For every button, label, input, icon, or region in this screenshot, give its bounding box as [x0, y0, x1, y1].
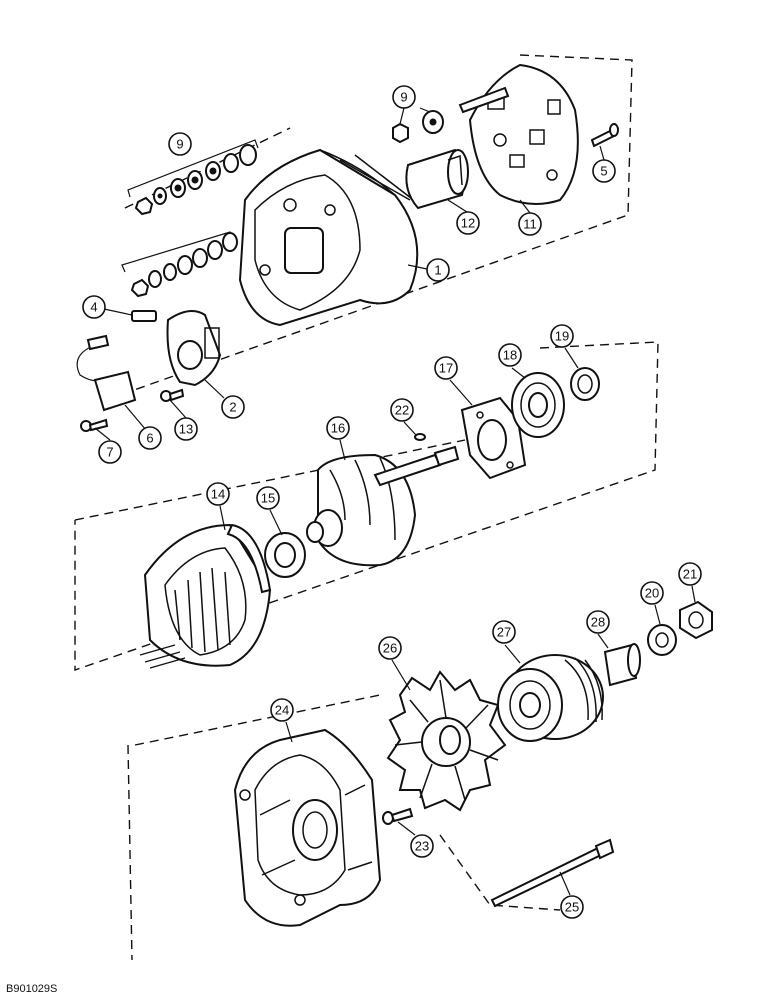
svg-text:2: 2	[229, 400, 236, 415]
callout-14: 14	[206, 482, 230, 506]
callout-19: 19	[550, 324, 574, 348]
bearing-rear	[511, 372, 565, 438]
svg-text:9: 9	[400, 90, 407, 105]
callout-20: 20	[640, 581, 664, 605]
rectifier-plate	[458, 63, 579, 205]
callout-9-left: 9	[168, 132, 192, 156]
svg-text:4: 4	[90, 300, 97, 315]
callout-28: 28	[586, 610, 610, 634]
svg-text:12: 12	[461, 216, 475, 231]
svg-text:5: 5	[600, 164, 607, 179]
bearing-retainer	[460, 396, 527, 480]
callout-1: 1	[426, 258, 450, 282]
housing-rear	[233, 728, 382, 927]
svg-text:17: 17	[439, 361, 453, 376]
pulley	[497, 654, 604, 742]
svg-text:22: 22	[395, 403, 409, 418]
pulley-nut	[679, 600, 713, 640]
svg-text:13: 13	[179, 422, 193, 437]
callout-9-upper: 9	[392, 85, 416, 109]
svg-text:23: 23	[415, 839, 429, 854]
woodruff-key	[414, 433, 426, 441]
callout-24: 24	[270, 698, 294, 722]
callout-6: 6	[138, 426, 162, 450]
svg-text:24: 24	[275, 703, 289, 718]
screw-5	[590, 123, 619, 148]
hardware-set-lower	[121, 231, 238, 298]
svg-text:11: 11	[523, 217, 537, 232]
callout-26: 26	[378, 636, 402, 660]
svg-text:7: 7	[106, 445, 113, 460]
callout-4: 4	[82, 295, 106, 319]
svg-text:14: 14	[211, 487, 225, 502]
housing-front	[238, 148, 421, 327]
bearing-front	[264, 532, 306, 578]
rotor	[306, 445, 460, 567]
svg-text:25: 25	[565, 900, 579, 915]
hardware-set-top	[127, 139, 259, 216]
figure-code: B901029S	[6, 983, 57, 995]
svg-text:21: 21	[683, 567, 697, 582]
callout-23: 23	[410, 834, 434, 858]
callout-17: 17	[434, 356, 458, 380]
fan	[386, 670, 507, 812]
callout-2: 2	[221, 395, 245, 419]
capacitor-lead	[76, 334, 137, 412]
brush	[131, 310, 157, 322]
callout-7: 7	[98, 440, 122, 464]
voltage-regulator	[166, 310, 222, 387]
svg-text:20: 20	[645, 586, 659, 601]
callout-13: 13	[174, 417, 198, 441]
screw-23	[382, 807, 414, 825]
callout-11: 11	[518, 212, 542, 236]
callout-22: 22	[390, 398, 414, 422]
nut-washer-upper	[392, 110, 444, 144]
assembly-boundary-middle	[74, 341, 659, 671]
svg-text:16: 16	[331, 421, 345, 436]
seal	[570, 367, 600, 401]
screw-7	[80, 418, 109, 432]
leader-lines	[94, 107, 696, 896]
callout-25: 25	[560, 895, 584, 919]
svg-text:28: 28	[591, 615, 605, 630]
lock-washer	[647, 624, 677, 656]
callout-18: 18	[498, 343, 522, 367]
callout-5: 5	[592, 159, 616, 183]
spacer	[603, 643, 641, 687]
stator	[139, 523, 272, 669]
svg-text:18: 18	[503, 348, 517, 363]
through-bolt	[490, 838, 615, 908]
bushing	[405, 148, 469, 210]
callout-12: 12	[456, 211, 480, 235]
callout-27: 27	[492, 620, 516, 644]
svg-text:6: 6	[146, 431, 153, 446]
svg-text:19: 19	[555, 329, 569, 344]
callout-15: 15	[256, 486, 280, 510]
screw-13	[160, 388, 185, 402]
callout-16: 16	[326, 416, 350, 440]
assembly-boundary-bottom	[127, 694, 561, 961]
svg-text:26: 26	[383, 641, 397, 656]
svg-text:27: 27	[497, 625, 511, 640]
callout-21: 21	[678, 562, 702, 586]
svg-text:15: 15	[261, 491, 275, 506]
svg-text:1: 1	[434, 263, 441, 278]
svg-text:9: 9	[176, 137, 183, 152]
